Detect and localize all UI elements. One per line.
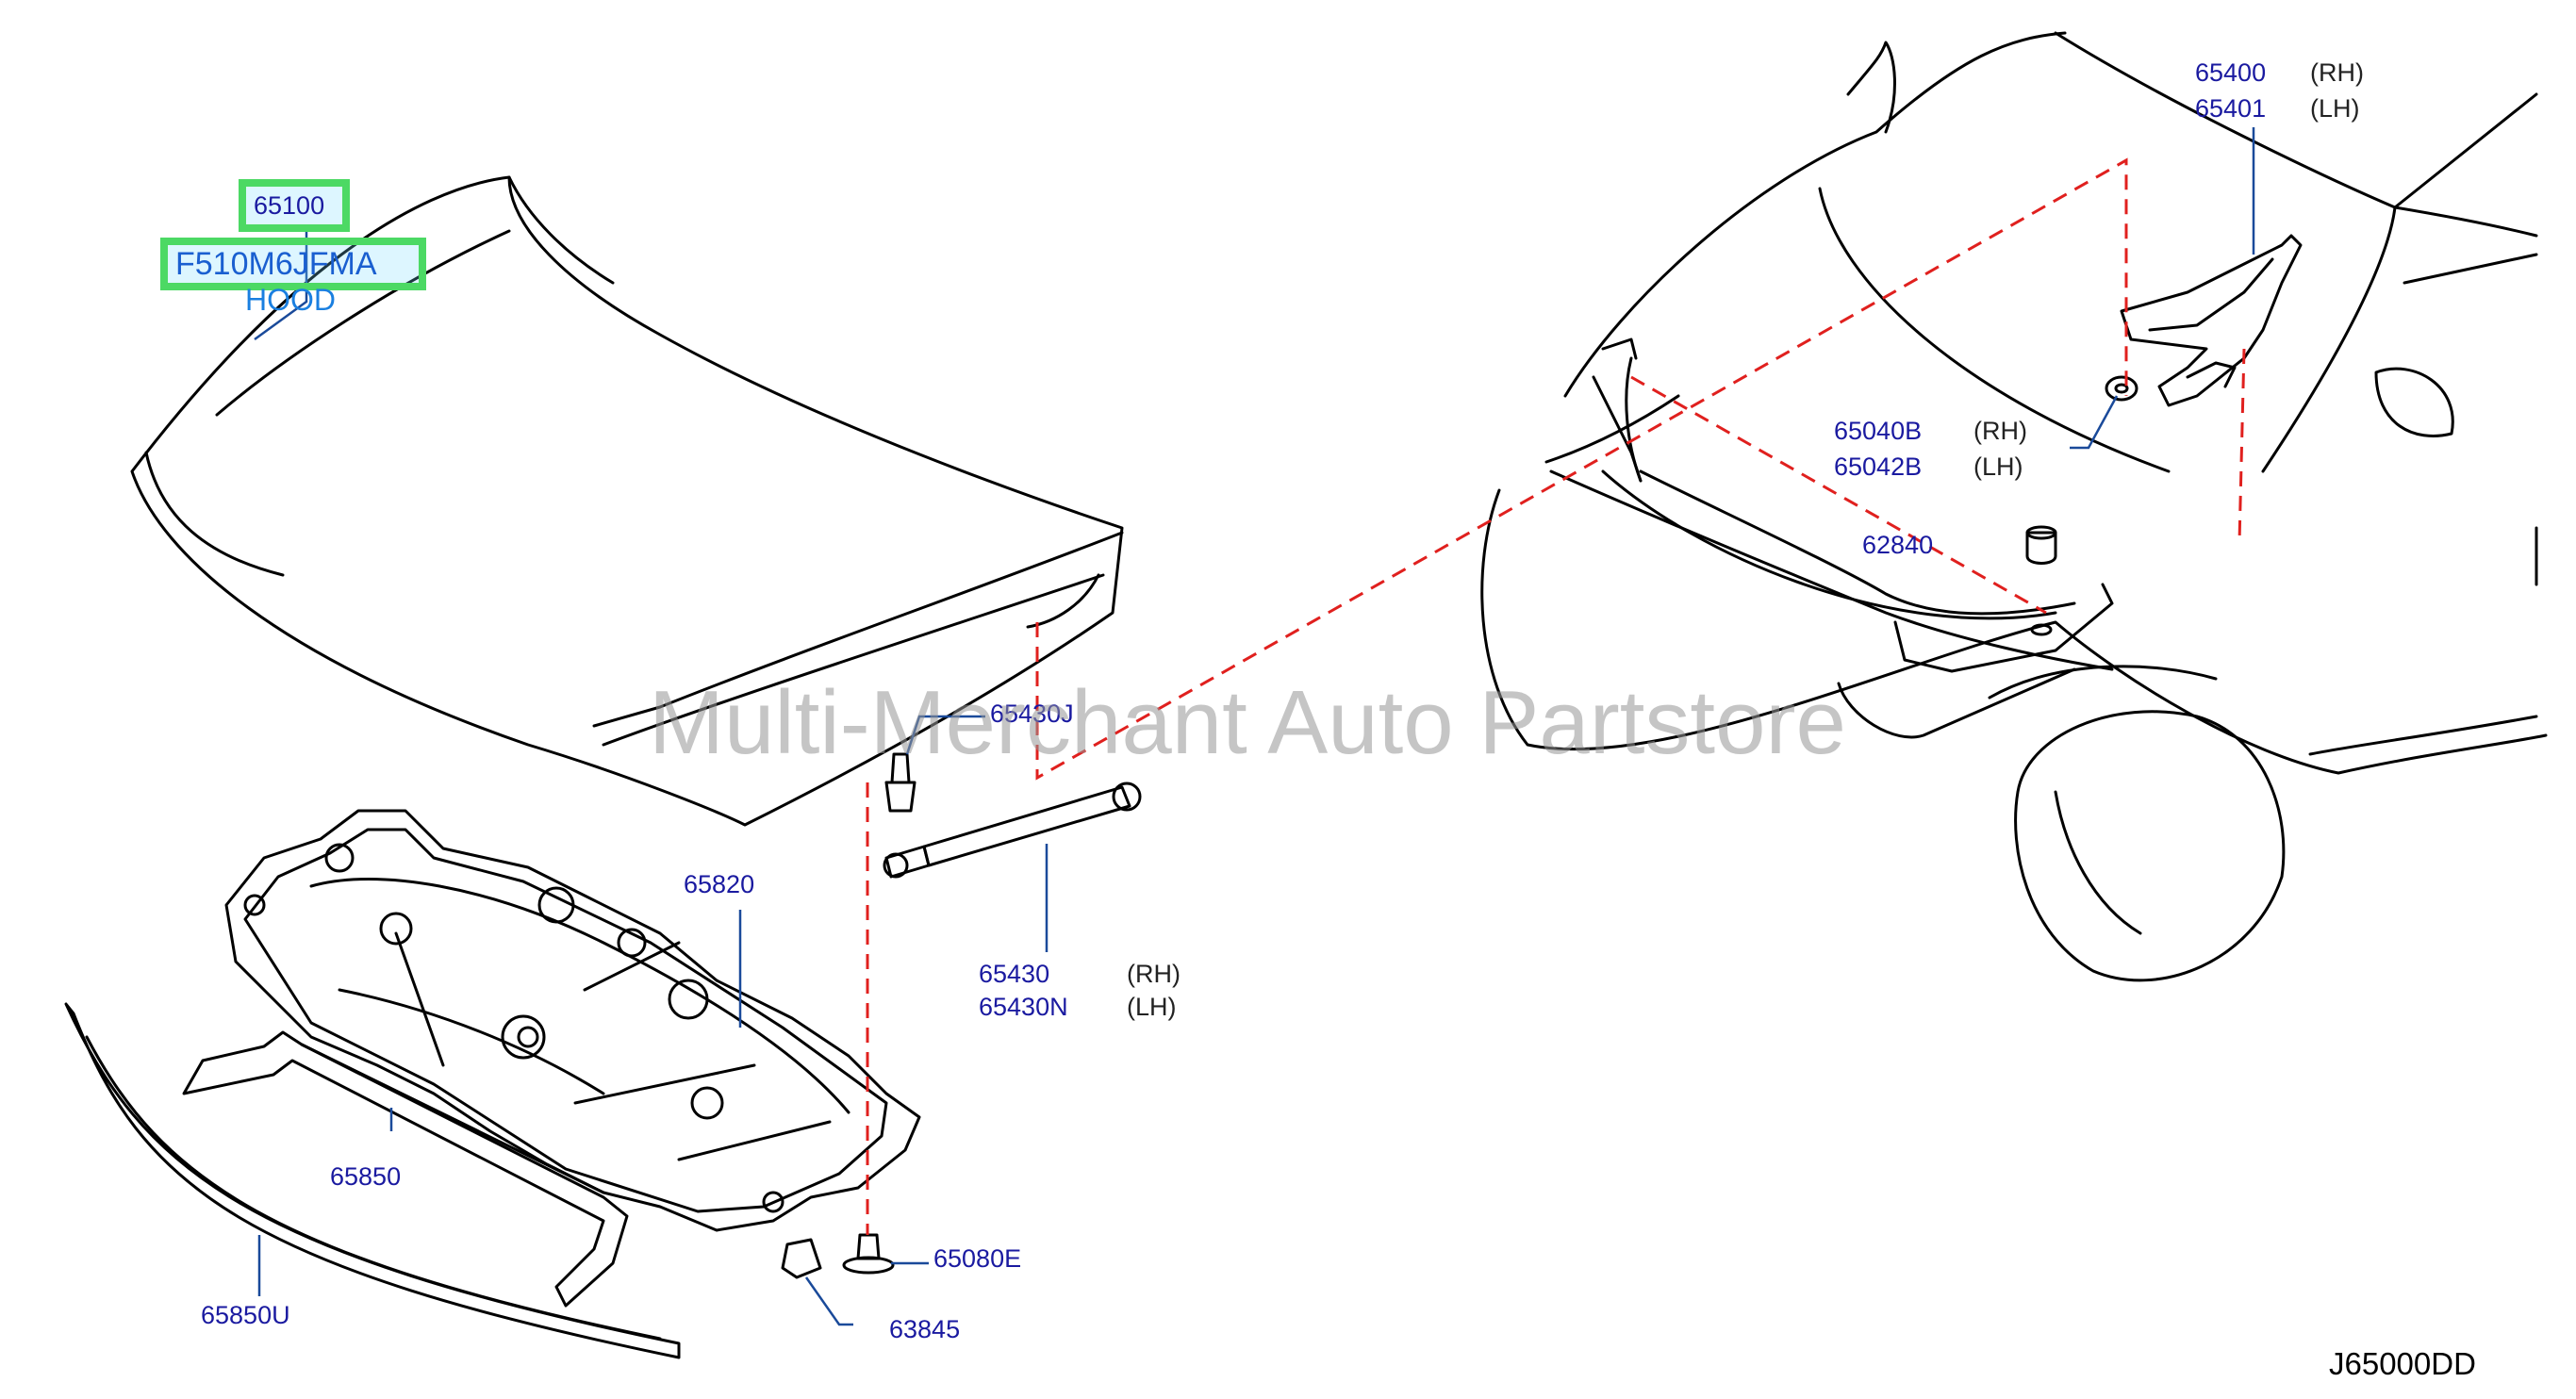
part-63845-label[interactable]: 63845 <box>889 1315 961 1343</box>
part-65042B-side: (LH) <box>1973 453 2023 481</box>
part-65430J-label[interactable]: 65430J <box>990 700 1074 728</box>
part-62840-label[interactable]: 62840 <box>1862 531 1934 559</box>
leader-lines <box>254 127 2255 1326</box>
hood-strut <box>883 782 1142 879</box>
part-65430-side: (RH) <box>1127 960 1181 988</box>
part-65100-name: HOOD <box>245 283 336 317</box>
hood-hinge <box>2120 234 2303 407</box>
hood-insulator <box>224 809 921 1232</box>
part-65850-label[interactable]: 65850 <box>330 1162 402 1191</box>
rubber-stopper <box>2025 525 2057 636</box>
part-65100-code[interactable]: F510M6JFMA <box>160 238 426 290</box>
front-seal <box>182 1030 629 1308</box>
part-65430N-side: (LH) <box>1127 993 1177 1021</box>
part-65400-side: (RH) <box>2310 58 2364 87</box>
part-65100-label[interactable]: 65100 <box>239 179 350 232</box>
part-65850U-label[interactable]: 65850U <box>201 1301 290 1329</box>
part-65820-label[interactable]: 65820 <box>684 870 755 898</box>
part-65042B-label[interactable]: 65042B <box>1834 453 1923 481</box>
clip <box>842 1233 895 1275</box>
drawing-code: J65000DD <box>2329 1346 2476 1381</box>
watermark: Multi-Merchant Auto Partstore <box>649 672 1846 773</box>
part-65430N-label[interactable]: 65430N <box>979 993 1068 1021</box>
part-65400-label[interactable]: 65400 <box>2195 58 2267 87</box>
vehicle-body <box>1480 31 2548 982</box>
part-65040B-side: (RH) <box>1973 417 2027 445</box>
hinge-nut <box>2105 375 2138 402</box>
part-65401-side: (LH) <box>2310 94 2360 123</box>
part-65080E-label[interactable]: 65080E <box>933 1244 1022 1273</box>
assembly-lines <box>866 157 2246 1235</box>
part-65430-label[interactable]: 65430 <box>979 960 1050 988</box>
hood-panel <box>130 175 1124 827</box>
strut-bolt <box>884 752 916 813</box>
part-65401-label[interactable]: 65401 <box>2195 94 2267 123</box>
hood-seal <box>64 1002 681 1359</box>
bumper <box>781 1238 822 1279</box>
part-65040B-label[interactable]: 65040B <box>1834 417 1923 445</box>
